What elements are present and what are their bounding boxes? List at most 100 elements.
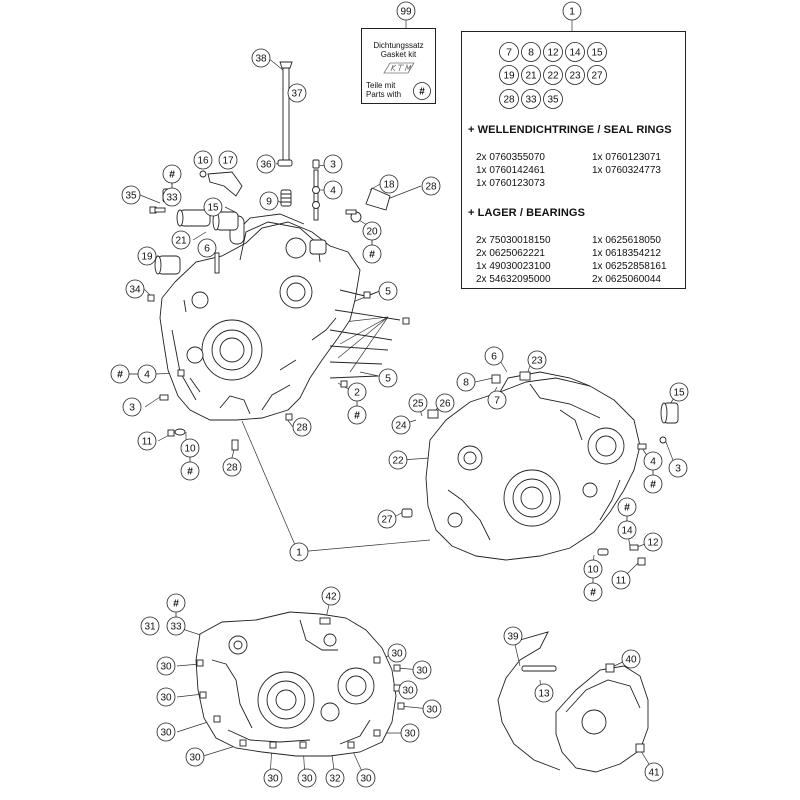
callout-c9-label: 9 xyxy=(266,196,272,208)
hash-callout: # xyxy=(413,82,431,100)
callout-c37-circle xyxy=(287,83,307,103)
included-part-2-circle xyxy=(543,42,563,62)
callout-c39-label: 39 xyxy=(507,632,519,643)
callout-c30j-label: 30 xyxy=(402,686,414,697)
included-part-5-label: 19 xyxy=(503,71,515,82)
included-part-4-label: 15 xyxy=(591,48,603,59)
callout-c35-label: 35 xyxy=(125,191,137,202)
callout-c13-label: 13 xyxy=(538,689,550,700)
callout-c36-label: 36 xyxy=(260,160,272,171)
callout-c35-circle xyxy=(121,185,141,205)
callout-c39-circle xyxy=(503,626,523,646)
hash-c33b-label: # xyxy=(173,598,179,610)
included-part-7-circle xyxy=(543,65,563,85)
callout-c30d-label: 30 xyxy=(189,753,201,764)
included-part-4-circle xyxy=(587,42,607,62)
callout-c30a-label: 30 xyxy=(160,662,172,673)
callout-c23-label: 23 xyxy=(531,356,543,367)
callout-panel-circle xyxy=(562,1,582,21)
callout-c5a-label: 5 xyxy=(385,286,391,298)
gasket-parts-de: Teile mit xyxy=(366,81,396,90)
callout-c30d-circle xyxy=(185,747,205,767)
callout-c5b-circle xyxy=(378,368,398,388)
hash-c14-label: # xyxy=(624,502,630,514)
callout-c30h-circle xyxy=(387,643,407,663)
callout-c6a-label: 6 xyxy=(204,243,210,255)
included-part-0-label: 7 xyxy=(506,47,512,59)
callout-c20-label: 20 xyxy=(366,227,378,238)
callout-c11b-label: 11 xyxy=(616,576,627,587)
hash-c10b-label: # xyxy=(590,587,596,599)
callout-c30l-circle xyxy=(400,723,420,743)
gasket-kit-box: Dichtungssatz Gasket kit Teile mit Parts… xyxy=(361,28,436,104)
callout-c19-circle xyxy=(137,246,157,266)
callout-c32-circle xyxy=(325,768,345,788)
callout-panel-label: 1 xyxy=(569,6,575,18)
crankcase-outer-view xyxy=(195,611,405,757)
bearing-part: 1x 0618354212 xyxy=(592,248,661,259)
callout-c24-label: 24 xyxy=(395,421,407,432)
callout-c12-circle xyxy=(643,532,663,552)
callout-c4b-label: 4 xyxy=(144,369,150,381)
callout-c28a-label: 28 xyxy=(425,182,437,193)
callout-c5b-label: 5 xyxy=(385,373,391,385)
callout-c25-label: 25 xyxy=(412,399,424,410)
bearing-part: 2x 0625060044 xyxy=(592,274,661,285)
callout-c11a-circle xyxy=(137,431,157,451)
included-part-6-label: 21 xyxy=(525,71,537,82)
callout-c30a-circle xyxy=(156,656,176,676)
callout-c30g-circle xyxy=(356,768,376,788)
callout-c30e-label: 30 xyxy=(267,774,279,785)
callout-c21-circle xyxy=(171,230,191,250)
callout-c30h-label: 30 xyxy=(391,649,403,660)
callout-c40-label: 40 xyxy=(625,655,637,666)
callout-c33b-label: 33 xyxy=(170,622,182,633)
callout-c40-circle xyxy=(621,649,641,669)
callout-c30g-label: 30 xyxy=(360,774,372,785)
callout-c30j-circle xyxy=(398,680,418,700)
callout-c30i-circle xyxy=(412,660,432,680)
seal-ring-part: 2x 0760355070 xyxy=(476,152,545,163)
callout-c18-label: 18 xyxy=(383,180,395,191)
callout-c6a-circle xyxy=(197,238,217,258)
callout-c38-circle xyxy=(251,48,271,68)
included-part-8-circle xyxy=(565,65,585,85)
callout-c24-circle xyxy=(391,415,411,435)
callout-c4a-label: 4 xyxy=(330,185,336,197)
callout-c28b-label: 28 xyxy=(296,423,308,434)
callout-c3a-label: 3 xyxy=(330,159,336,171)
callout-c31-circle xyxy=(140,616,160,636)
seal-ring-part: 1x 0760123071 xyxy=(592,152,661,163)
callout-c7-circle xyxy=(487,390,507,410)
callout-c6b-label: 6 xyxy=(491,351,497,363)
callout-c34-label: 34 xyxy=(129,285,141,296)
callout-c32-label: 32 xyxy=(329,774,341,785)
callout-gasket-kit-circle xyxy=(396,1,416,21)
included-part-3-label: 14 xyxy=(569,48,581,59)
callout-c2-label: 2 xyxy=(354,387,360,399)
callout-c9-circle xyxy=(259,191,279,211)
callout-c23-circle xyxy=(527,350,547,370)
included-part-6-circle xyxy=(521,65,541,85)
callout-c15a-circle xyxy=(203,197,223,217)
included-part-5-circle xyxy=(499,65,519,85)
included-part-8-label: 23 xyxy=(569,71,581,82)
callout-c34-circle xyxy=(125,279,145,299)
callout-c12-label: 12 xyxy=(647,538,659,549)
callout-c3b-circle xyxy=(122,397,142,417)
hash-c33a-label: # xyxy=(169,169,175,181)
seal-ring-part: 1x 0760123073 xyxy=(476,178,545,189)
hash-c4b-label: # xyxy=(117,369,123,381)
callout-c4a-circle xyxy=(323,180,343,200)
included-part-9-label: 27 xyxy=(591,71,603,82)
callout-c28a-circle xyxy=(421,176,441,196)
callout-c30c-circle xyxy=(156,722,176,742)
callout-c30l-label: 30 xyxy=(404,729,416,740)
included-part-10-circle xyxy=(499,89,519,109)
callout-c11a-label: 11 xyxy=(142,437,153,448)
callout-c22-label: 22 xyxy=(392,456,404,467)
